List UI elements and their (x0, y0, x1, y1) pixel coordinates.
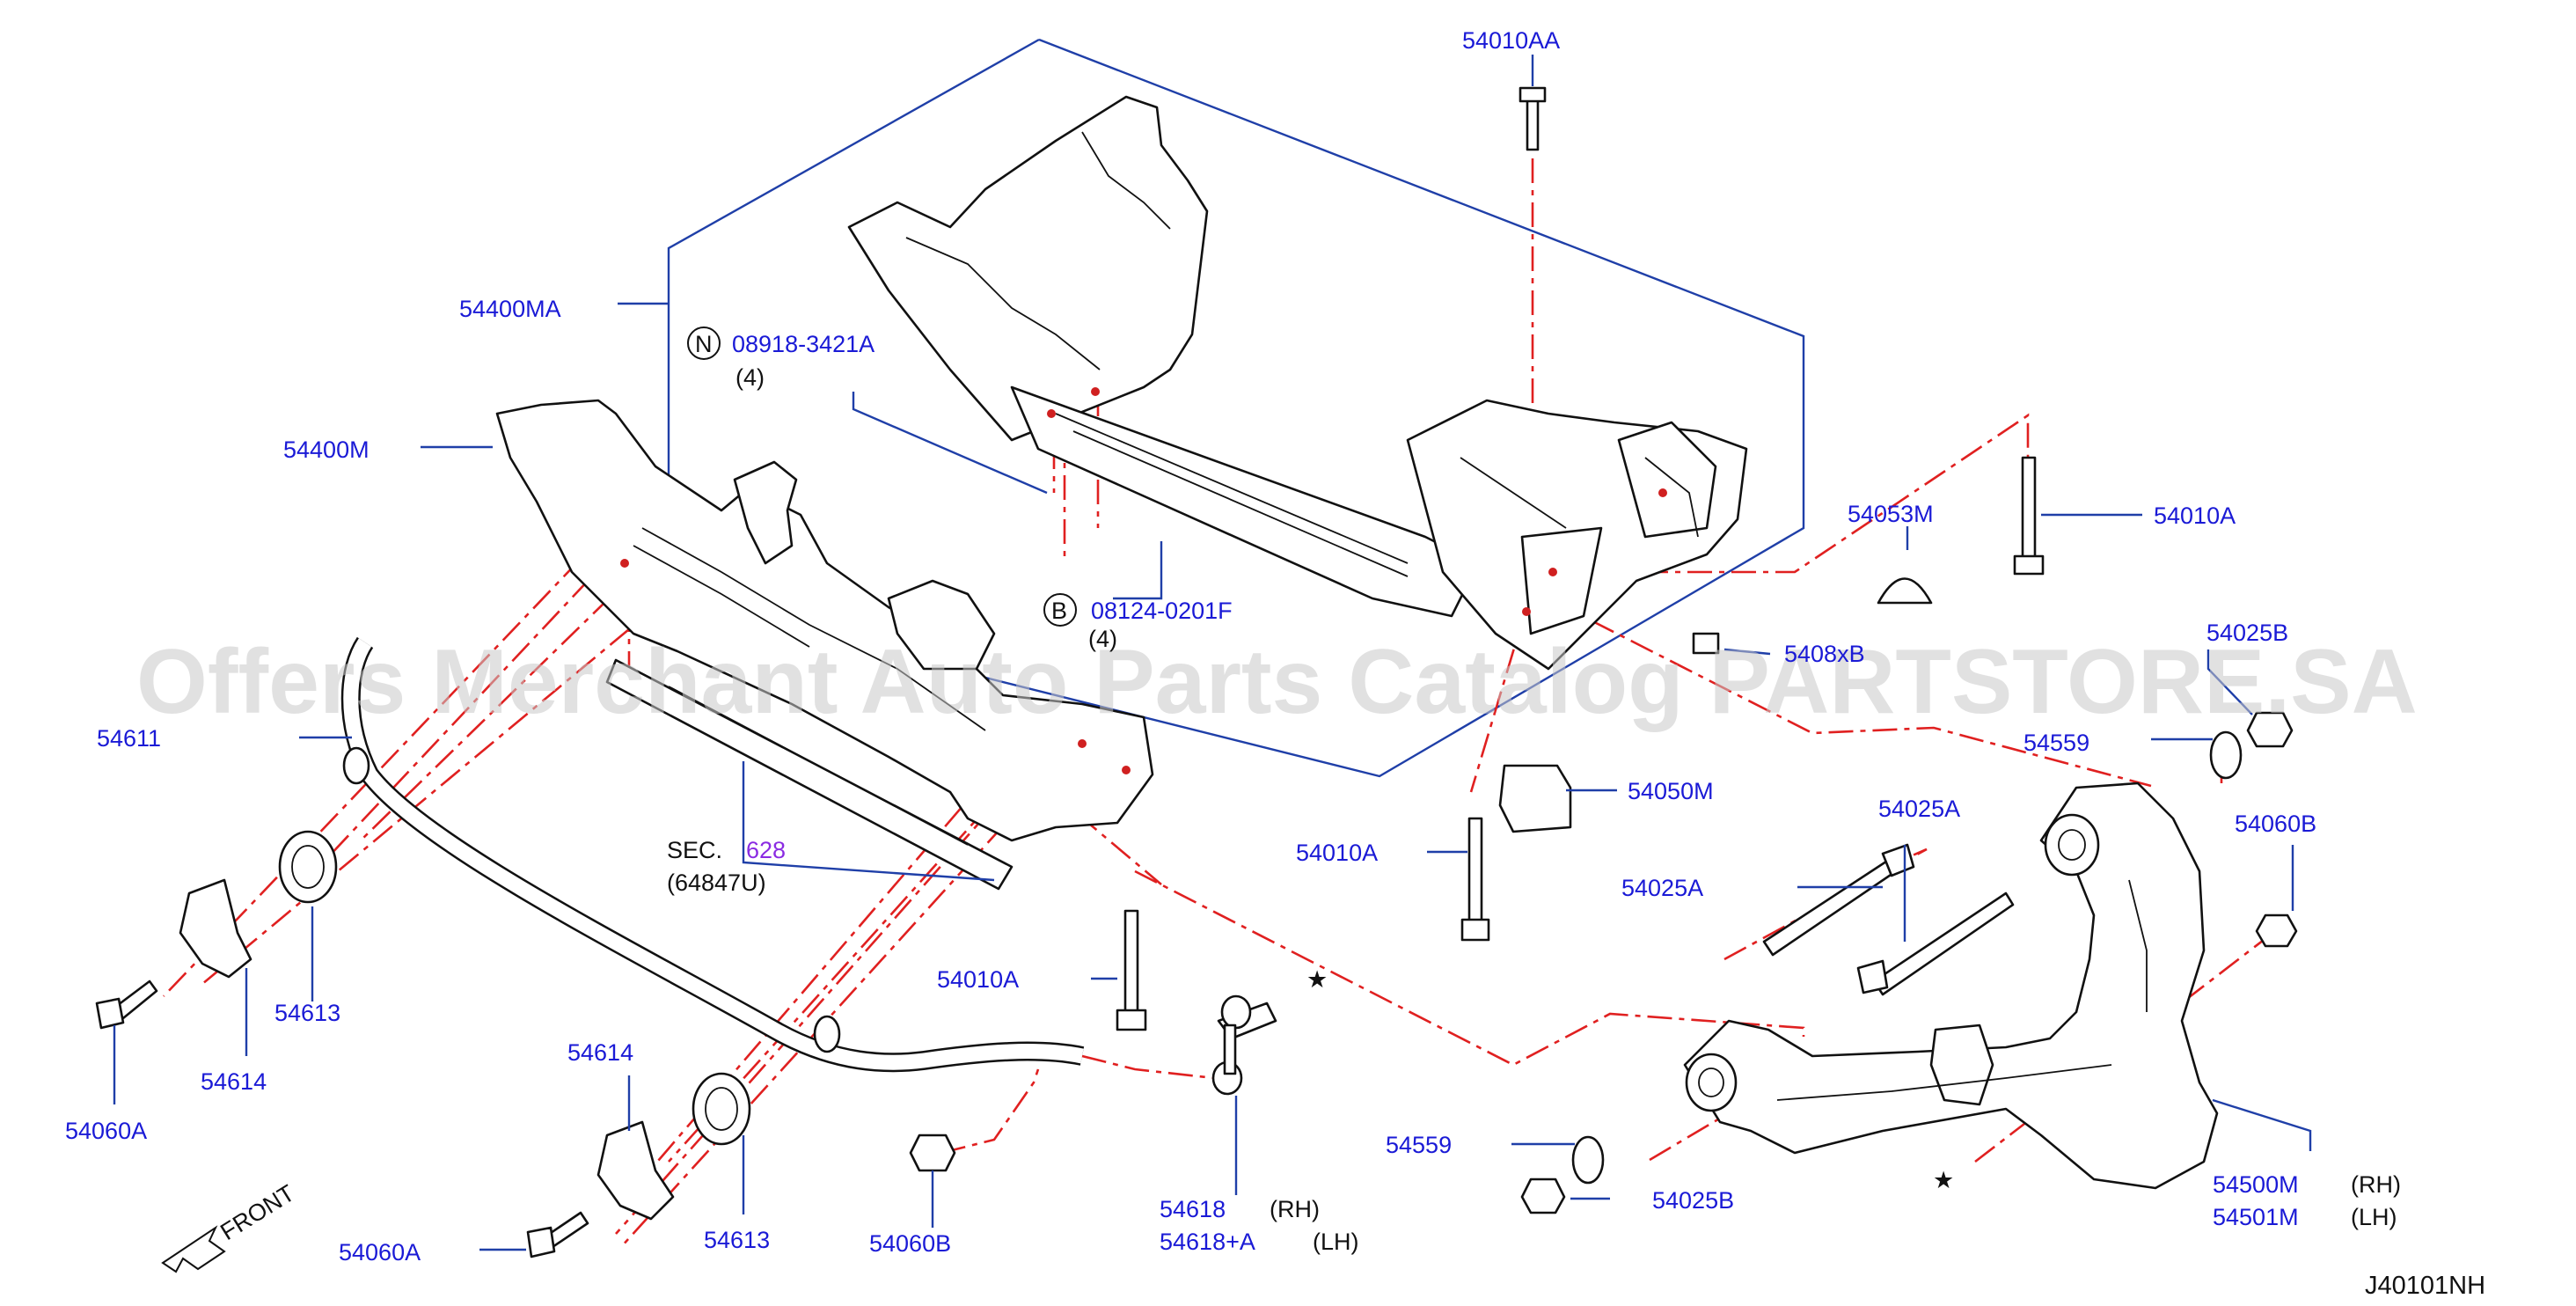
fasteners (95, 86, 2298, 1258)
label-54025B-top: 54025B (2206, 620, 2288, 646)
label-08124-0201F: 08124-0201F (1091, 598, 1233, 624)
label-lh-54501M: (LH) (2351, 1204, 2397, 1230)
label-54501M: 54501M (2213, 1204, 2299, 1230)
label-54050M: 54050M (1628, 778, 1714, 804)
label-54010AA: 54010AA (1462, 27, 1560, 54)
label-54613-low: 54613 (704, 1227, 770, 1253)
lower-control-arm (1683, 781, 2219, 1190)
label-54025B-low: 54025B (1652, 1187, 1734, 1214)
label-54060A-low: 54060A (339, 1239, 421, 1266)
lower-crossmember (495, 399, 1154, 891)
circle-b-letter: B (1051, 598, 1067, 624)
front-arrow-icon (161, 1225, 226, 1273)
label-54400MA: 54400MA (459, 296, 561, 322)
label-54559-low: 54559 (1386, 1132, 1452, 1158)
label-54618: 54618 (1160, 1196, 1226, 1222)
label-54060B-right: 54060B (2235, 811, 2316, 837)
upper-subframe (847, 95, 1748, 671)
label-lh-54618A: (LH) (1313, 1229, 1359, 1255)
label-5408xB: 5408xB (1784, 641, 1865, 667)
diagram-code: J40101NH (2365, 1272, 2485, 1300)
watermark: Offers Merchant Auto Parts Catalog PARTS… (136, 631, 2418, 733)
label-54614-left: 54614 (201, 1068, 267, 1095)
star-marker-lower: ★ (1933, 1167, 1954, 1193)
label-08124-qty: (4) (1088, 626, 1117, 652)
label-sec-prefix: SEC. (667, 837, 722, 863)
stabilizer-bar (340, 636, 1085, 1073)
assembly-outline (667, 38, 1805, 778)
label-54010A-top: 54010A (2154, 503, 2236, 529)
label-08918-3421A: 08918-3421A (732, 331, 875, 357)
label-54060B-low: 54060B (869, 1230, 951, 1257)
label-54010A-low: 54010A (937, 966, 1019, 993)
label-54025A-first: 54025A (1878, 796, 1960, 822)
label-54060A-left: 54060A (65, 1118, 147, 1144)
circle-n-letter: N (695, 331, 713, 357)
label-54613-left: 54613 (274, 1000, 340, 1026)
leader-lines (113, 55, 2312, 1251)
label-54025A-second: 54025A (1621, 875, 1703, 901)
star-marker-upper: ★ (1306, 966, 1328, 993)
circled-markers (687, 326, 1077, 627)
label-sec-part: (64847U) (667, 869, 766, 896)
bushings (179, 830, 751, 1221)
label-54053M: 54053M (1848, 501, 1934, 527)
label-sec-number: 628 (746, 837, 786, 863)
label-rh-54618: (RH) (1270, 1196, 1320, 1222)
label-rh-54500M: (RH) (2351, 1171, 2401, 1198)
label-54559-top: 54559 (2023, 730, 2089, 756)
front-label: FRONT (216, 1179, 299, 1245)
label-54618A: 54618+A (1160, 1229, 1255, 1255)
label-54614-low: 54614 (567, 1039, 633, 1066)
label-08918-qty: (4) (735, 364, 765, 391)
label-54611: 54611 (97, 725, 161, 752)
label-54010A-mid: 54010A (1296, 840, 1378, 866)
label-54400M: 54400M (283, 437, 370, 463)
label-54500M: 54500M (2213, 1171, 2299, 1198)
